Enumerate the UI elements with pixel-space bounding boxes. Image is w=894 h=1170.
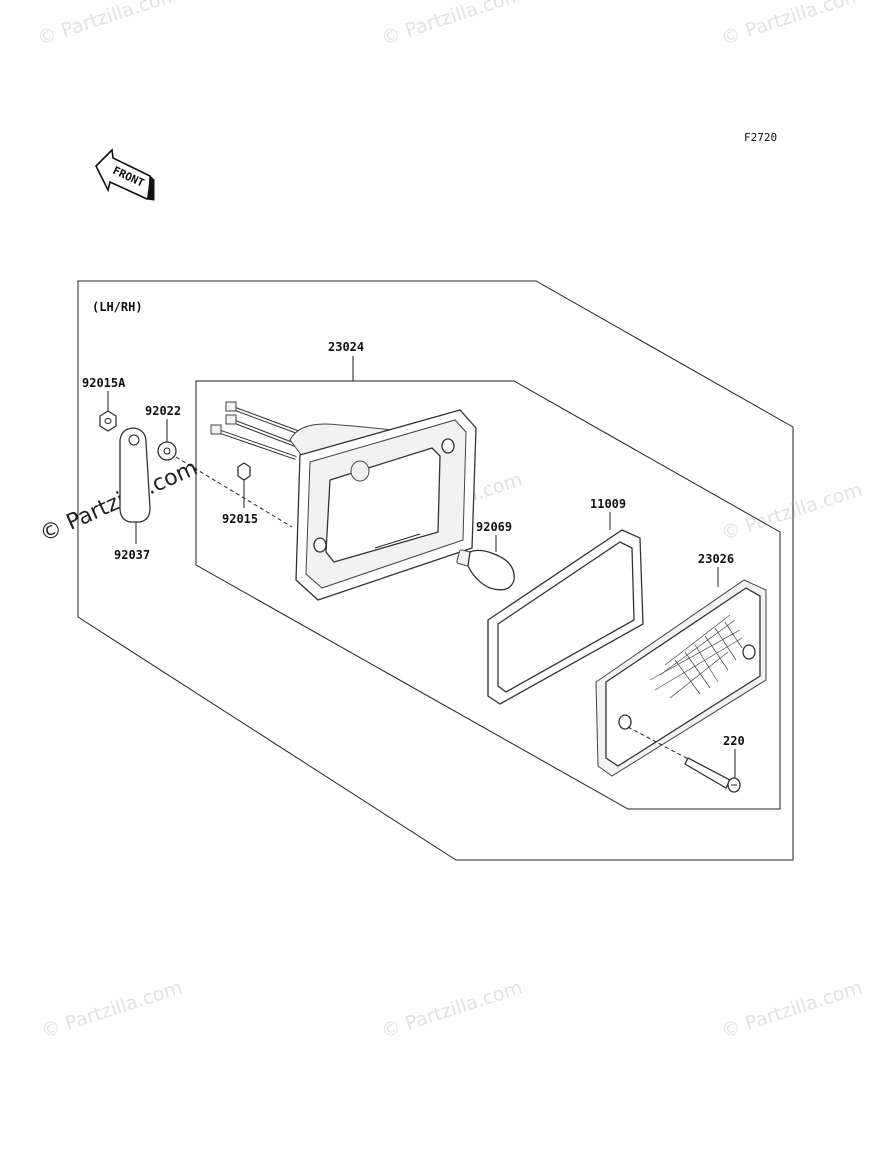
- watermark-dark: © Partzilla.com: [36, 456, 201, 548]
- tail-lamp-housing: 23024: [210, 340, 477, 601]
- washer-92022: 92022: [145, 404, 181, 461]
- bulb-92069: 92069: [456, 520, 515, 591]
- watermark: © Partzilla.com: [35, 0, 181, 50]
- part-label: 92015A: [82, 376, 126, 390]
- clamp-92037: 92037: [114, 427, 151, 562]
- assembly-outer-frame: [77, 280, 794, 861]
- lens-grid: [649, 614, 743, 699]
- watermark: © Partzilla.com: [379, 0, 525, 50]
- nut-92015a: 92015A: [82, 376, 126, 432]
- watermark: © Partzilla.com: [379, 977, 525, 1043]
- part-label: 92069: [476, 520, 512, 534]
- watermark: © Partzilla.com: [719, 0, 865, 50]
- front-arrow-icon: FRONT: [95, 148, 155, 201]
- gasket-11009: 11009: [487, 497, 644, 705]
- screw-220: 220: [627, 726, 745, 793]
- lens-23026: 23026: [595, 552, 767, 777]
- part-label: 23024: [328, 340, 364, 354]
- nut-92015: 92015: [175, 456, 293, 528]
- part-label: 11009: [590, 497, 626, 511]
- part-label: 92037: [114, 548, 150, 562]
- watermark: © Partzilla.com: [39, 977, 185, 1043]
- assembly-inner-frame: [195, 380, 781, 810]
- part-label: 92015: [222, 512, 258, 526]
- part-label: 23026: [698, 552, 734, 566]
- watermark: © Partzilla.com: [719, 479, 865, 545]
- side-note: (LH/RH): [92, 300, 143, 314]
- figure-code: F2720: [744, 131, 777, 144]
- part-label: 92022: [145, 404, 181, 418]
- part-label: 220: [723, 734, 745, 748]
- watermark: © Partzilla.com: [719, 977, 865, 1043]
